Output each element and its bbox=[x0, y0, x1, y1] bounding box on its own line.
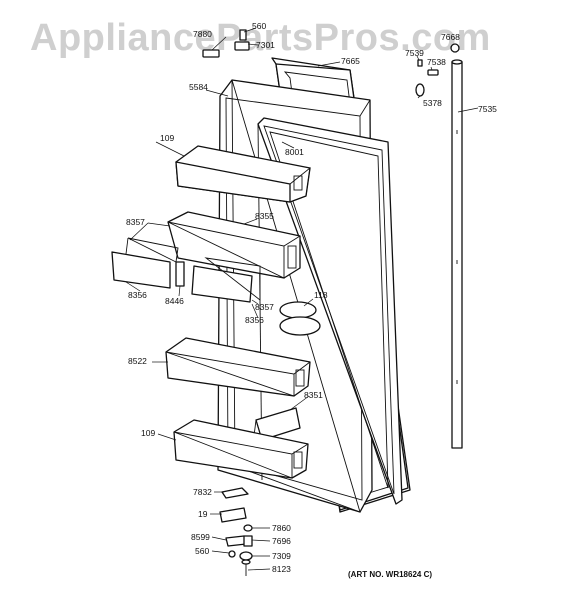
label-109-bottom: 109 bbox=[141, 428, 155, 438]
label-5378: 5378 bbox=[423, 98, 442, 108]
label-7538: 7538 bbox=[427, 57, 446, 67]
label-7309: 7309 bbox=[272, 551, 291, 561]
label-8599: 8599 bbox=[191, 532, 210, 542]
label-7301: 7301 bbox=[256, 40, 275, 50]
label-8123: 8123 bbox=[272, 564, 291, 574]
art-number: (ART NO. WR18624 C) bbox=[348, 570, 432, 579]
label-8356-right: 8356 bbox=[245, 315, 264, 325]
label-5584: 5584 bbox=[189, 82, 208, 92]
label-7535: 7535 bbox=[478, 104, 497, 114]
label-7880: 7880 bbox=[193, 29, 212, 39]
label-8356-left: 8356 bbox=[128, 290, 147, 300]
label-19: 19 bbox=[198, 509, 208, 519]
label-7539: 7539 bbox=[405, 48, 424, 58]
bin-divider-8356-right bbox=[191, 257, 261, 303]
label-109-top: 109 bbox=[160, 133, 174, 143]
door-bin-8355 bbox=[167, 211, 301, 279]
label-560-bottom: 560 bbox=[195, 546, 209, 556]
label-8001: 8001 bbox=[285, 147, 304, 157]
label-7665: 7665 bbox=[341, 56, 360, 66]
watermark-text: AppliancePartsPros.com bbox=[30, 17, 491, 59]
part-labels: 7880 560 7301 7665 7539 7538 7668 5584 5… bbox=[126, 21, 497, 574]
door-bin-8522 bbox=[165, 337, 311, 397]
label-7832: 7832 bbox=[193, 487, 212, 497]
label-8355: 8355 bbox=[255, 211, 274, 221]
label-118: 118 bbox=[314, 290, 328, 300]
clip-8446 bbox=[175, 261, 185, 287]
bottom-hardware bbox=[219, 487, 253, 576]
door-bin-109-bottom bbox=[173, 419, 309, 479]
leader-lines bbox=[125, 27, 479, 571]
egg-tray-118 bbox=[279, 301, 321, 336]
label-560-top: 560 bbox=[252, 21, 266, 31]
door-bin-109-top bbox=[175, 145, 311, 203]
label-8522: 8522 bbox=[128, 356, 147, 366]
label-8357-right: 8357 bbox=[255, 302, 274, 312]
label-8446: 8446 bbox=[165, 296, 184, 306]
door-handle-bar-7535 bbox=[451, 59, 463, 449]
label-7696: 7696 bbox=[272, 536, 291, 546]
label-7860: 7860 bbox=[272, 523, 291, 533]
label-8351: 8351 bbox=[304, 390, 323, 400]
label-8357-left: 8357 bbox=[126, 217, 145, 227]
label-7668: 7668 bbox=[441, 32, 460, 42]
bin-divider-8356-left bbox=[111, 237, 179, 289]
